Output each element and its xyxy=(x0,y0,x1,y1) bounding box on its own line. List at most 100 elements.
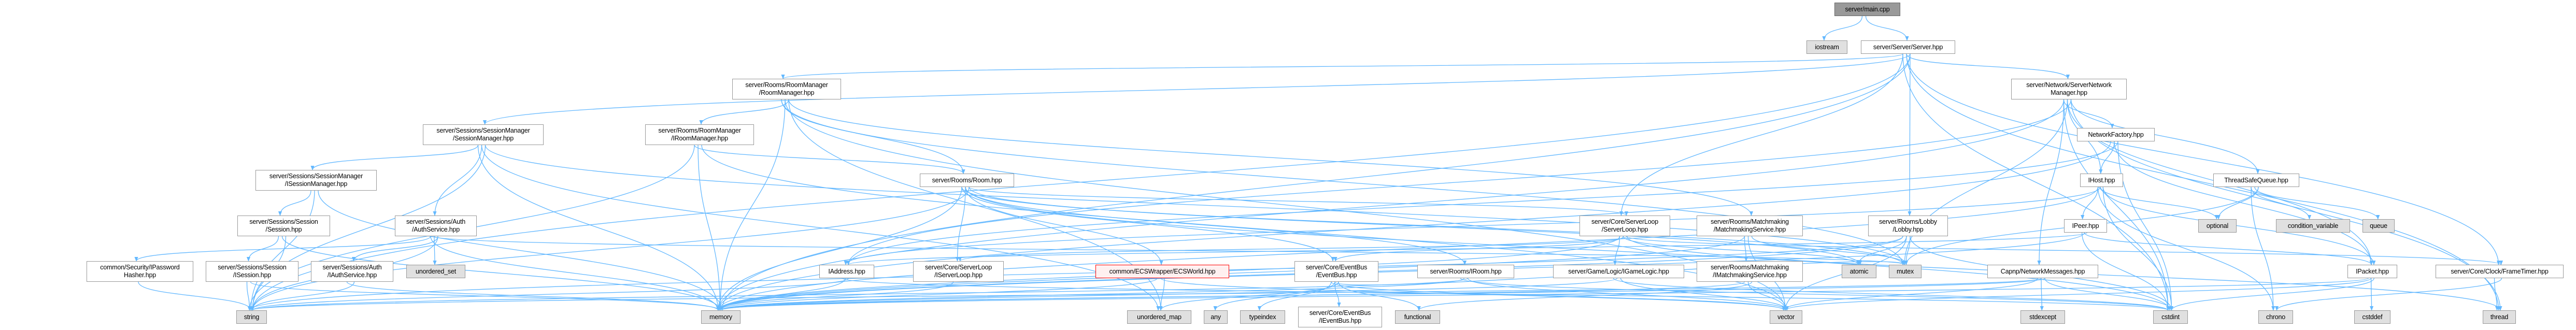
node-matchsvc[interactable]: server/Rooms/Matchmaking /MatchmakingSer… xyxy=(1697,216,1803,236)
node-sessmgr[interactable]: server/Sessions/SessionManager /SessionM… xyxy=(423,124,544,145)
edge-netmgr-to-netmsg xyxy=(2037,99,2065,265)
edge-ecs-to-vector xyxy=(1160,278,1787,311)
node-netmsg[interactable]: Capnp/NetworkMessages.hpp xyxy=(1987,265,2098,278)
node-atomic: atomic xyxy=(1842,265,1876,278)
edge-sessmgr-to-mutex xyxy=(485,145,1908,265)
edge-room-to-memory xyxy=(716,186,962,311)
node-ecs[interactable]: common/ECSWrapper/ECSWorld.hpp xyxy=(1095,265,1229,278)
edge-eventbus-to-typeindex xyxy=(1257,281,1332,311)
node-string: string xyxy=(236,310,267,324)
node-iroommgr[interactable]: server/Rooms/RoomManager /IRoomManager.h… xyxy=(645,124,754,145)
node-ihost[interactable]: IHost.hpp xyxy=(2080,174,2123,187)
node-room[interactable]: server/Rooms/Room.hpp xyxy=(920,174,1014,187)
node-thread: thread xyxy=(2483,310,2516,324)
node-roommgr[interactable]: server/Rooms/RoomManager /RoomManager.hp… xyxy=(732,79,841,99)
edge-ihost-to-chrono xyxy=(2097,186,2275,311)
node-hasher[interactable]: common/Security/IPassword Hasher.hpp xyxy=(87,261,193,282)
edge-sessmgr-to-memory xyxy=(477,145,720,311)
node-iauth[interactable]: server/Sessions/Auth /IAuthService.hpp xyxy=(311,261,393,282)
edge-serverloop-to-igamelogic xyxy=(1613,236,1620,265)
node-typeindex: typeindex xyxy=(1240,310,1285,324)
node-any: any xyxy=(1204,310,1228,324)
node-cstdint: cstdint xyxy=(2153,310,2188,324)
node-iroom[interactable]: server/Rooms/IRoom.hpp xyxy=(1417,265,1514,278)
edge-ipacket-to-vector xyxy=(1783,278,2372,311)
edge-ihost-to-optional xyxy=(2100,186,2219,220)
edge-iroom-to-string xyxy=(251,278,1469,311)
edge-imatch-to-vector xyxy=(1747,281,1787,311)
node-eventbus[interactable]: server/Core/EventBus /EventBus.hpp xyxy=(1294,261,1378,282)
edge-session-to-isession xyxy=(246,236,279,262)
edge-roommgr-to-room xyxy=(781,99,965,174)
edge-room-to-iroom xyxy=(965,186,1467,265)
node-igamelogic[interactable]: server/Game/Logic/IGameLogic.hpp xyxy=(1553,265,1684,278)
edge-sessmgr-to-isessmgr xyxy=(310,145,479,170)
edge-lobby-to-string xyxy=(248,236,1903,311)
edge-iauth-to-string xyxy=(250,281,355,311)
edge-iroommgr-to-memory xyxy=(698,145,722,311)
edge-ipeer-to-cstdint xyxy=(2081,232,2170,311)
edge-netmgr-to-netfactory xyxy=(2063,99,2114,128)
node-tsq[interactable]: ThreadSafeQueue.hpp xyxy=(2213,174,2299,187)
edge-ipeer-to-iaddress xyxy=(847,232,2087,265)
edge-server-to-frametimer xyxy=(1906,53,2501,265)
edge-netmgr-to-iaddress xyxy=(846,99,2072,265)
edge-serverloop-to-iserverloop xyxy=(958,236,1628,262)
node-ipeer[interactable]: IPeer.hpp xyxy=(2064,219,2107,233)
node-queue: queue xyxy=(2362,219,2395,233)
node-iostream: iostream xyxy=(1806,40,1847,54)
edge-tsq-to-chrono xyxy=(2251,186,2275,311)
node-cstddef: cstddef xyxy=(2354,310,2390,324)
edge-ipacket-to-cstddef xyxy=(2369,278,2374,311)
edge-server-to-roommgr xyxy=(781,53,1903,79)
edge-room-to-atomic xyxy=(969,186,1862,265)
node-ipacket[interactable]: IPacket.hpp xyxy=(2347,265,2397,278)
edge-igamelogic-to-vector xyxy=(1620,278,1789,311)
node-frametimer[interactable]: server/Core/Clock/FrameTimer.hpp xyxy=(2436,265,2564,278)
edge-roommgr-to-mutex xyxy=(781,99,1905,265)
edge-isession-to-memory xyxy=(250,281,722,311)
edge-auth-to-hasher xyxy=(134,236,431,262)
edge-netmsg-to-string xyxy=(249,278,2042,311)
edge-eventbus-to-functional xyxy=(1338,281,1421,311)
edge-iroommgr-to-room xyxy=(694,145,965,174)
node-functional: functional xyxy=(1395,310,1440,324)
edge-iaddress-to-string xyxy=(250,278,849,311)
edge-igamelogic-to-memory xyxy=(718,278,1618,311)
node-vector: vector xyxy=(1770,310,1802,324)
node-iaddress[interactable]: IAddress.hpp xyxy=(819,265,874,278)
edge-matchsvc-to-imatch xyxy=(1744,236,1748,262)
edge-tsq-to-queue xyxy=(2254,186,2380,220)
edge-room-to-iserverloop xyxy=(955,186,966,262)
node-imatch[interactable]: server/Rooms/Matchmaking /IMatchmakingSe… xyxy=(1697,261,1803,282)
edge-server-to-netmgr xyxy=(1906,53,2070,79)
edge-iroom-to-cstdint xyxy=(1460,278,2170,311)
edge-netmsg-to-stdexcept xyxy=(2040,278,2044,311)
node-main[interactable]: server/main.cpp xyxy=(1834,3,1900,16)
node-ieventbus[interactable]: server/Core/EventBus /IEventBus.hpp xyxy=(1298,307,1382,327)
edge-igamelogic-to-cstdint xyxy=(1613,278,2170,311)
node-auth[interactable]: server/Sessions/Auth /AuthService.hpp xyxy=(395,216,477,236)
edge-room-to-eventbus xyxy=(961,186,1335,262)
edge-roommgr-to-matchsvc xyxy=(788,99,1754,216)
node-server[interactable]: server/Server/Server.hpp xyxy=(1861,40,1955,54)
node-session[interactable]: server/Sessions/Session /Session.hpp xyxy=(237,216,330,236)
node-iserverloop[interactable]: server/Core/ServerLoop /IServerLoop.hpp xyxy=(913,261,1004,282)
node-netmgr[interactable]: server/Network/ServerNetwork Manager.hpp xyxy=(2011,79,2127,99)
edge-netmgr-to-memory xyxy=(716,99,2065,311)
edge-ihost-to-ipacket xyxy=(2102,186,2376,265)
node-netfactory[interactable]: NetworkFactory.hpp xyxy=(2077,128,2155,141)
node-isession[interactable]: server/Sessions/Session /ISession.hpp xyxy=(206,261,298,282)
node-mutex: mutex xyxy=(1889,265,1922,278)
edge-room-to-cstdint xyxy=(965,186,2172,311)
edge-serverloop-to-atomic xyxy=(1623,236,1860,265)
node-lobby[interactable]: server/Rooms/Lobby /Lobby.hpp xyxy=(1868,216,1948,236)
edge-netfactory-to-ihost xyxy=(2099,141,2115,174)
edge-eventbus-to-ieventbus xyxy=(1334,281,1341,307)
node-serverloop[interactable]: server/Core/ServerLoop /ServerLoop.hpp xyxy=(1579,216,1670,236)
node-isessmgr[interactable]: server/Sessions/SessionManager /ISession… xyxy=(255,170,377,191)
node-optional: optional xyxy=(2198,219,2237,233)
edge-ipacket-to-memory xyxy=(716,278,2369,311)
edge-imatch-to-functional xyxy=(1417,281,1753,311)
edge-main-to-iostream xyxy=(1822,16,1863,41)
